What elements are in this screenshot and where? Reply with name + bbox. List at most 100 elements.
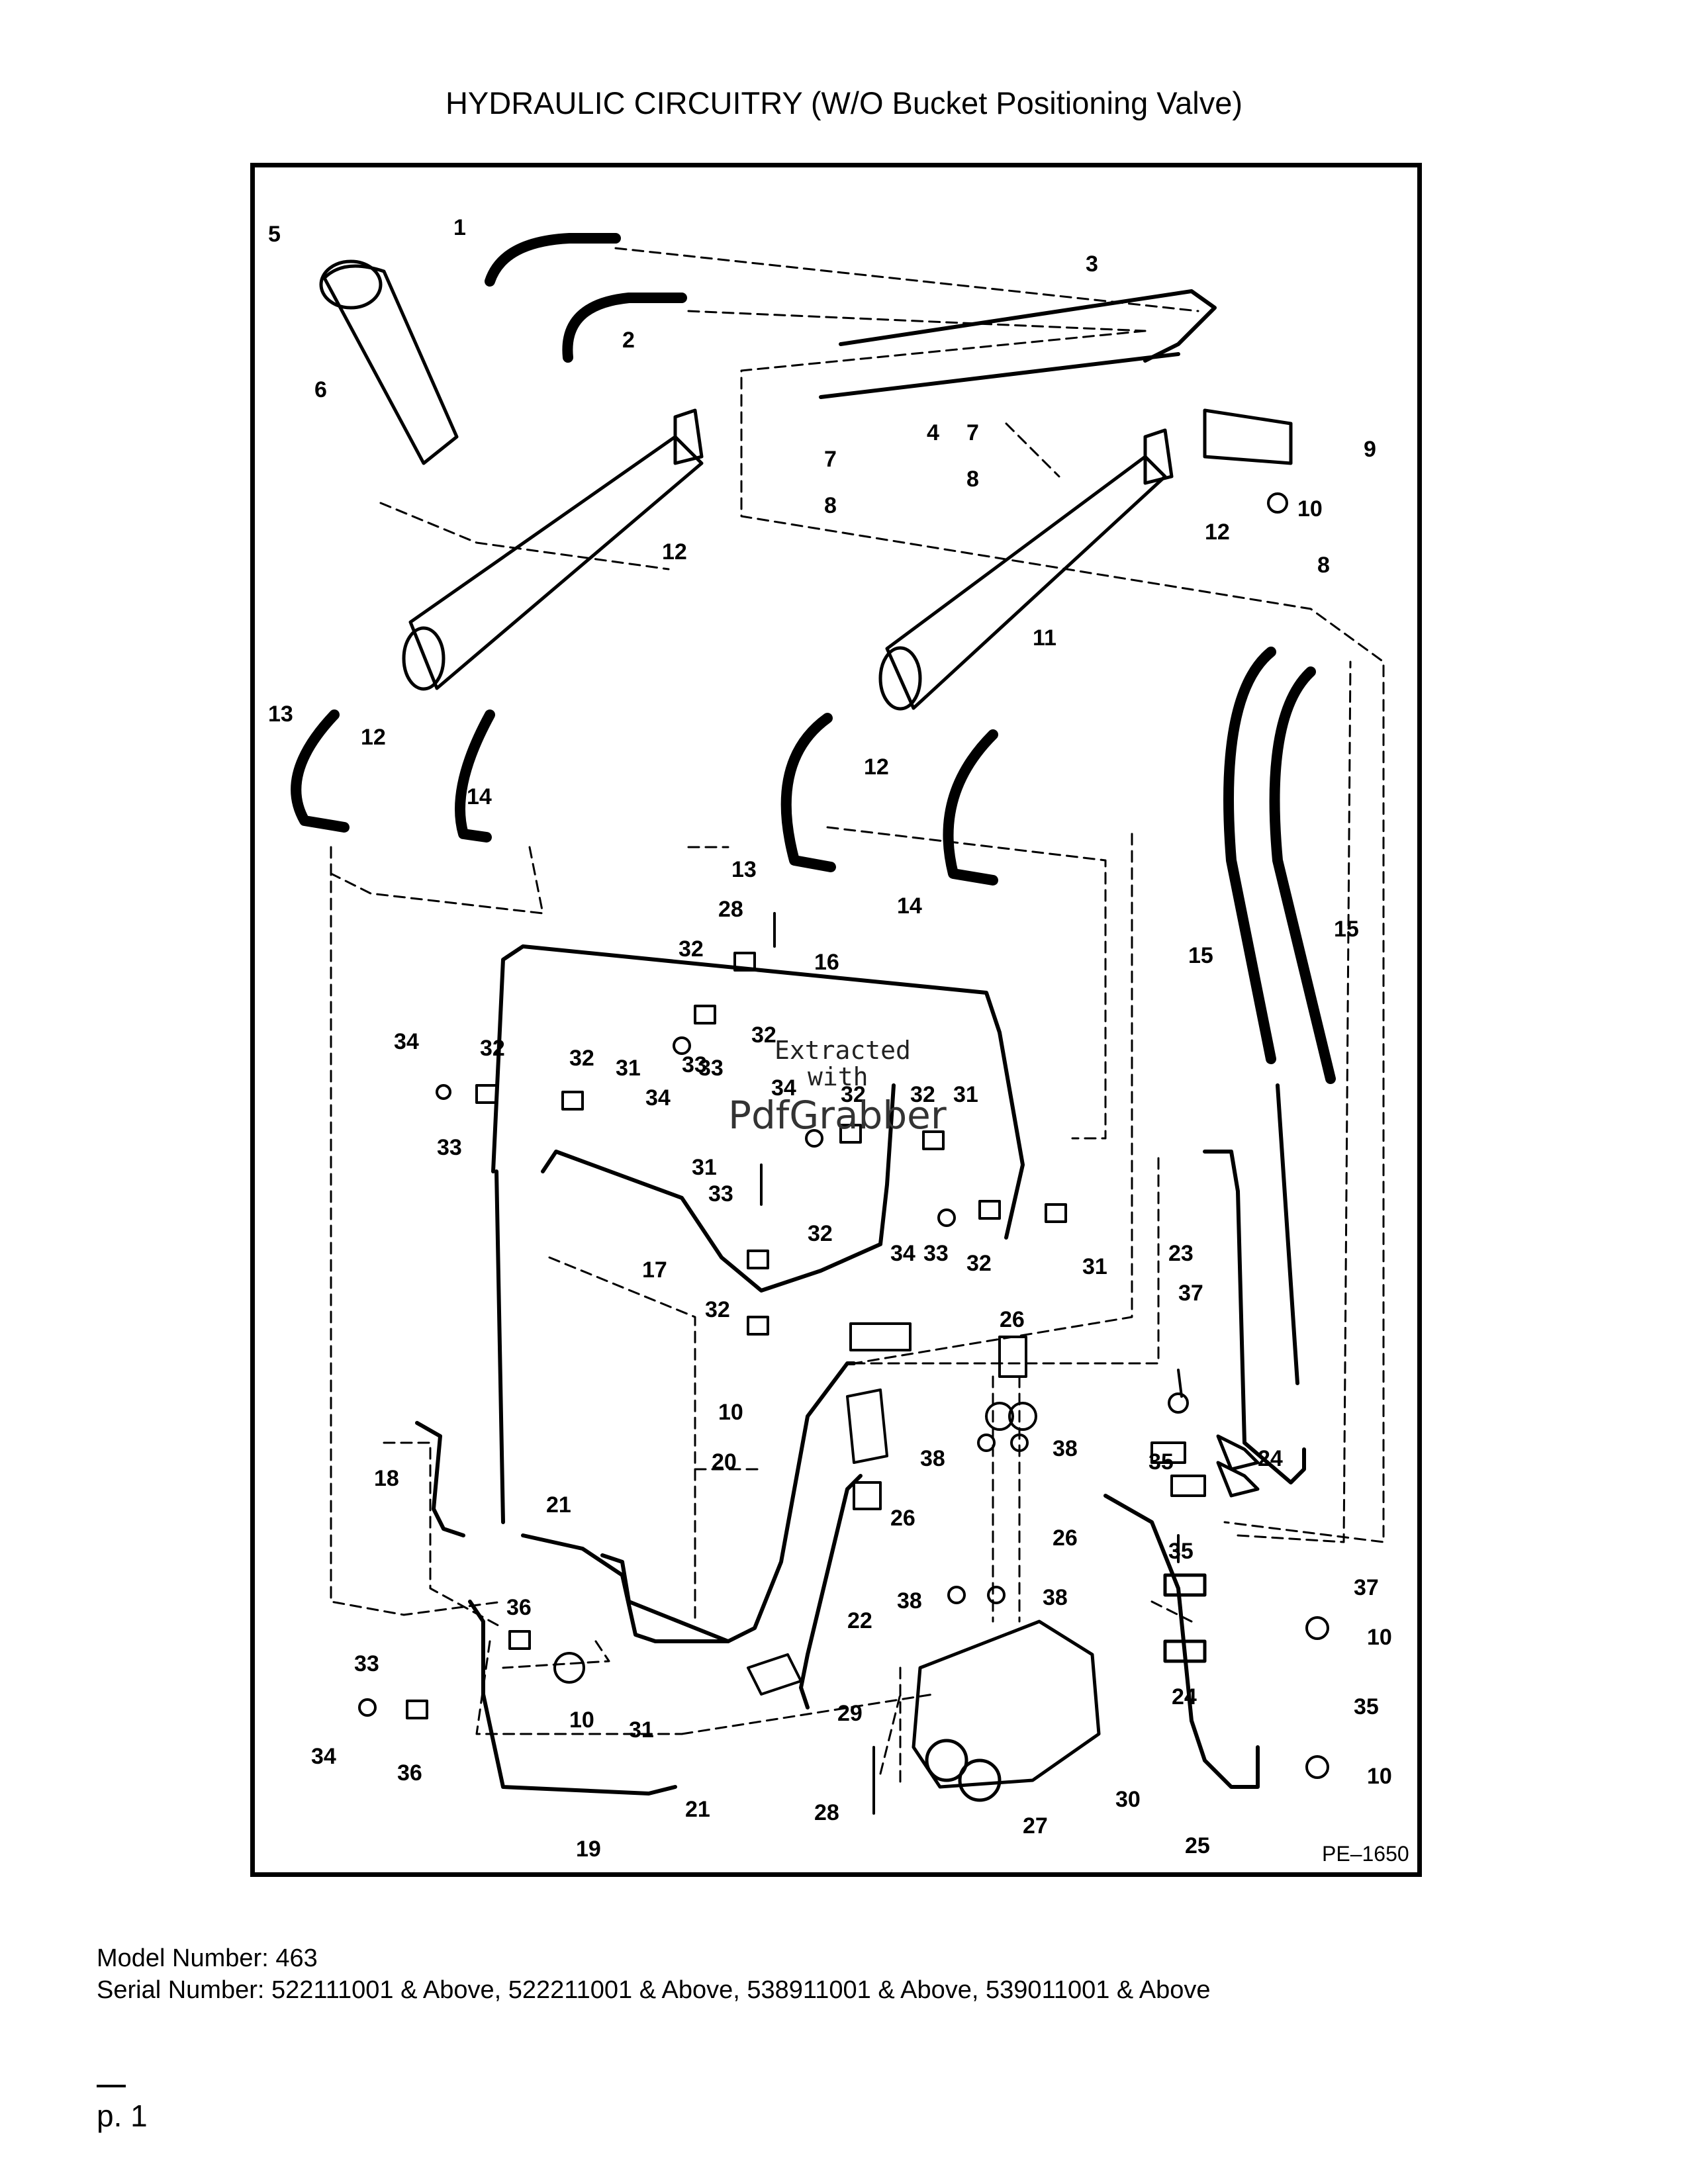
callout-10: 10: [1367, 1764, 1392, 1789]
callout-23: 23: [1168, 1241, 1194, 1266]
callout-15: 15: [1188, 943, 1213, 968]
callout-26: 26: [1000, 1307, 1025, 1332]
serial-number: Serial Number: 522111001 & Above, 522211…: [97, 1976, 1211, 2004]
callout-33: 33: [682, 1052, 707, 1077]
callout-36: 36: [397, 1760, 422, 1786]
callout-3: 3: [1086, 251, 1098, 277]
callout-38: 38: [897, 1588, 922, 1614]
callout-29: 29: [837, 1701, 863, 1726]
callout-31: 31: [616, 1056, 641, 1081]
diagram-frame: [250, 163, 1422, 1877]
callout-32: 32: [751, 1023, 776, 1048]
callout-19: 19: [576, 1837, 601, 1862]
callout-32: 32: [910, 1082, 935, 1107]
callout-35: 35: [1168, 1539, 1194, 1564]
callout-32: 32: [841, 1082, 866, 1107]
callout-20: 20: [712, 1449, 737, 1475]
page-title: HYDRAULIC CIRCUITRY (W/O Bucket Position…: [445, 85, 1243, 120]
callout-21: 21: [685, 1797, 710, 1822]
callout-14: 14: [467, 784, 492, 809]
callout-38: 38: [920, 1446, 945, 1471]
callout-33: 33: [698, 1056, 724, 1081]
callout-25: 25: [1185, 1833, 1210, 1858]
pdfgrabber-watermark: Extracted with PdfGrabber: [728, 1036, 947, 1138]
callout-8: 8: [1317, 553, 1330, 578]
callout-26: 26: [890, 1506, 915, 1531]
callout-6: 6: [314, 377, 327, 402]
control-valve: [912, 408, 1293, 1802]
callout-5: 5: [268, 222, 281, 247]
callout-34: 34: [311, 1744, 336, 1769]
callout-32: 32: [679, 936, 704, 962]
cylinders: [319, 259, 1174, 711]
hydraulic-diagram: 1234567788891011121212121313141415151617…: [268, 215, 1409, 1866]
callout-28: 28: [718, 897, 743, 922]
callout-34: 34: [645, 1085, 671, 1111]
callout-34: 34: [890, 1241, 915, 1266]
callout-12: 12: [1205, 520, 1230, 545]
callout-24: 24: [1258, 1446, 1283, 1471]
callout-33: 33: [708, 1181, 733, 1206]
callout-7: 7: [824, 447, 837, 472]
callout-26: 26: [1053, 1525, 1078, 1551]
small-parts: [358, 492, 1329, 1815]
callout-16: 16: [814, 950, 839, 975]
callout-7: 7: [966, 420, 979, 445]
callout-36: 36: [506, 1595, 532, 1620]
callout-11: 11: [1033, 625, 1056, 651]
callout-32: 32: [569, 1046, 594, 1071]
page-number: p. 1: [97, 2099, 148, 2133]
callout-32: 32: [966, 1251, 992, 1276]
callout-38: 38: [1053, 1436, 1078, 1461]
callout-24: 24: [1172, 1684, 1197, 1709]
callout-27: 27: [1023, 1813, 1048, 1839]
callout-31: 31: [629, 1717, 654, 1743]
callout-32: 32: [808, 1221, 833, 1246]
callout-22: 22: [847, 1608, 872, 1633]
diagram-reference-code: PE–1650: [1322, 1842, 1409, 1866]
watermark-line-2: with: [808, 1062, 868, 1091]
callout-34: 34: [394, 1029, 419, 1054]
callout-15: 15: [1334, 917, 1359, 942]
callout-12: 12: [662, 539, 687, 565]
callout-31: 31: [1082, 1254, 1107, 1279]
callout-30: 30: [1115, 1787, 1141, 1812]
callout-10: 10: [1367, 1625, 1392, 1650]
callout-14: 14: [897, 893, 922, 919]
callout-32: 32: [705, 1297, 730, 1322]
callout-17: 17: [642, 1257, 667, 1283]
callout-31: 31: [692, 1155, 717, 1180]
callout-1: 1: [453, 215, 466, 240]
callout-13: 13: [268, 702, 293, 727]
callout-18: 18: [374, 1466, 399, 1491]
page-number-rule: [97, 2085, 126, 2087]
model-number: Model Number: 463: [97, 1944, 318, 1972]
callout-10: 10: [718, 1400, 743, 1425]
callout-38: 38: [1043, 1585, 1068, 1610]
callout-35: 35: [1149, 1449, 1174, 1475]
callout-12: 12: [864, 754, 889, 780]
callout-28: 28: [814, 1800, 839, 1825]
callout-4: 4: [927, 420, 939, 445]
callout-37: 37: [1354, 1575, 1379, 1600]
callout-8: 8: [824, 493, 837, 518]
callout-33: 33: [354, 1651, 379, 1676]
callout-21: 21: [546, 1492, 571, 1518]
callout-9: 9: [1364, 437, 1376, 462]
callout-2: 2: [622, 328, 635, 353]
watermark-line-1: Extracted: [774, 1036, 911, 1065]
callout-37: 37: [1178, 1281, 1203, 1306]
callout-32: 32: [480, 1036, 505, 1061]
callout-10: 10: [569, 1707, 594, 1733]
callout-35: 35: [1354, 1694, 1379, 1719]
callout-13: 13: [731, 857, 757, 882]
callout-33: 33: [923, 1241, 949, 1266]
hoses: [291, 233, 1336, 1084]
callout-10: 10: [1297, 496, 1323, 522]
callout-12: 12: [361, 725, 386, 750]
callout-33: 33: [437, 1135, 462, 1160]
tubes: [415, 289, 1306, 1796]
dashed-leaders: [330, 247, 1385, 1788]
watermark-logo-text: PdfGrabber: [728, 1093, 947, 1138]
callout-labels: 1234567788891011121212121313141415151617…: [268, 215, 1392, 1862]
